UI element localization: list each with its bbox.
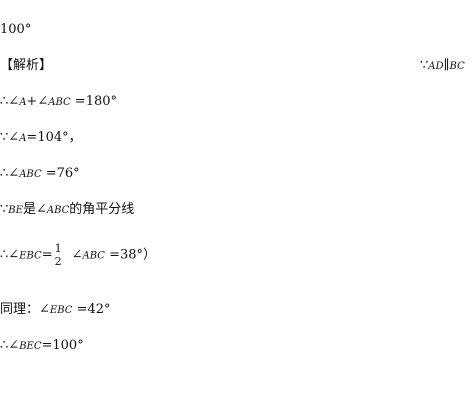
step-4-text-2: 的角平分线 [69, 202, 135, 217]
angle-symbol: ∠ [8, 338, 20, 353]
angle-symbol: ∠ [8, 130, 20, 145]
angle-abc-label: ABC [82, 250, 105, 262]
step-2-value: =104°， [26, 130, 82, 145]
given-parallel: ∵AD∥BC [420, 58, 465, 75]
step-1: ∴∠A+∠ABC =180° [0, 94, 117, 111]
step-4: ∵BE是∠ABC的角平分线 [0, 202, 134, 219]
equals-sign: = [41, 247, 53, 263]
step-3-value: =76° [45, 166, 80, 181]
angle-symbol: ∠ [71, 247, 83, 263]
angle-symbol: ∠ [39, 302, 50, 317]
step-5-value: =38°） [109, 247, 156, 263]
fraction-numerator: 1 [54, 242, 62, 255]
because-symbol: ∵ [420, 58, 429, 73]
therefore-symbol: ∴ [0, 94, 9, 109]
angle-symbol: ∠ [37, 94, 49, 109]
step-6-prefix: 同理： [0, 302, 40, 317]
angle-ebc-label: EBC [49, 305, 73, 316]
angle-symbol: ∠ [8, 166, 20, 181]
angle-symbol: ∠ [8, 247, 20, 263]
parallel-symbol: ∥ [443, 58, 450, 73]
fraction-denominator: 2 [54, 255, 62, 268]
step-3: ∴∠ABC =76° [0, 166, 80, 183]
segment-ad: AD [428, 61, 444, 72]
angle-symbol: ∠ [8, 94, 20, 109]
because-symbol: ∵ [0, 202, 9, 217]
angle-abc-label: ABC [19, 169, 42, 180]
angle-abc-label: ABC [46, 205, 70, 216]
plus-sign: + [26, 94, 38, 109]
angle-bec-label: BEC [19, 341, 42, 352]
angle-symbol: ∠ [35, 202, 47, 217]
step-7-value: =100° [41, 338, 84, 353]
therefore-symbol: ∴ [0, 338, 9, 353]
step-6: 同理：∠EBC =42° [0, 302, 111, 319]
step-2: ∵∠A=104°， [0, 130, 82, 147]
angle-a-label: A [19, 97, 27, 108]
therefore-symbol: ∴ [0, 166, 9, 181]
step-6-value: =42° [76, 302, 111, 317]
because-symbol: ∵ [0, 130, 9, 145]
segment-bc: BC [449, 61, 465, 72]
step-1-value: =180° [74, 94, 118, 109]
step-4-text-1: 是 [22, 202, 36, 217]
angle-a-label: A [19, 133, 27, 144]
segment-be-label: BE [8, 205, 23, 216]
angle-ebc-label: EBC [19, 250, 42, 262]
answer-text: 100° [0, 22, 32, 37]
angle-abc-label: ABC [48, 97, 71, 108]
analysis-heading: 【解析】 [0, 58, 53, 73]
step-7: ∴∠BEC=100° [0, 338, 84, 355]
therefore-symbol: ∴ [0, 247, 9, 263]
